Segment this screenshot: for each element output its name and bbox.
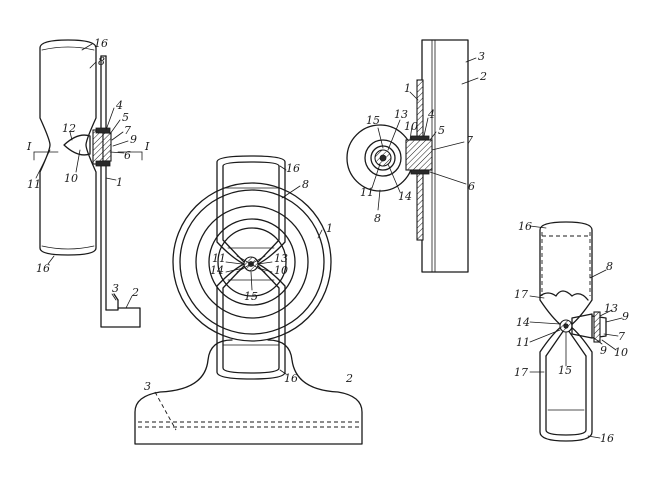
fig2-label-10: 10 <box>404 120 418 133</box>
fig4-label-7: 7 <box>618 330 625 343</box>
fig1-label-8: 8 <box>98 55 105 68</box>
fig4-label-10: 10 <box>614 346 628 359</box>
fig1-label-11: 11 <box>27 178 41 191</box>
fig4-label-8: 8 <box>606 260 613 273</box>
fig3-label-16-bottom: 16 <box>284 372 298 385</box>
fig2-label-3: 3 <box>478 50 485 63</box>
fig3-label-14: 14 <box>210 264 224 277</box>
figure-3-front-view: 16 8 1 11 13 14 10 15 3 2 16 <box>134 155 363 445</box>
fig1-label-12: 12 <box>62 122 76 135</box>
fig3-label-16-top: 16 <box>286 162 300 175</box>
fig3-label-10: 10 <box>274 264 288 277</box>
fig3-label-8: 8 <box>302 178 309 191</box>
fig2-label-6: 6 <box>468 180 475 193</box>
fig4-label-11: 11 <box>516 336 530 349</box>
fig4-label-16-bottom: 16 <box>600 432 614 445</box>
fig1-label-1: 1 <box>116 176 123 189</box>
fig4-label-17-top: 17 <box>514 288 528 301</box>
fig3-label-1: 1 <box>326 222 333 235</box>
fig1-label-4: 4 <box>115 99 123 112</box>
figure-1-side-view: 16 8 4 5 12 7 9 6 I I 11 10 1 16 3 2 <box>26 37 150 328</box>
fig1-label-7: 7 <box>124 124 131 137</box>
fig2-label-1: 1 <box>404 82 411 95</box>
fig1-label-16-bottom: 16 <box>36 262 50 275</box>
fig4-label-9-right: 9 <box>622 310 629 323</box>
fig1-label-16-top: 16 <box>94 37 108 50</box>
fig4-label-16-top: 16 <box>518 220 532 233</box>
fig2-label-13: 13 <box>394 108 408 121</box>
fig1-section-mark-right: I <box>144 140 150 153</box>
fig4-label-13: 13 <box>604 302 618 315</box>
fig1-label-6: 6 <box>124 149 131 162</box>
fig4-label-9-lower: 9 <box>600 344 607 357</box>
fig3-label-3: 3 <box>144 380 151 393</box>
fig3-label-15: 15 <box>244 290 258 303</box>
figure-2-section-view: 3 2 1 15 13 10 4 5 7 11 14 6 8 <box>346 39 487 273</box>
fig1-section-mark-left: I <box>26 140 32 153</box>
fig4-label-17-bottom: 17 <box>514 366 528 379</box>
fig1-label-5: 5 <box>122 111 129 124</box>
fig4-label-15: 15 <box>558 364 572 377</box>
fig3-label-11: 11 <box>212 252 226 265</box>
fig2-label-7: 7 <box>466 134 473 147</box>
fig3-label-13: 13 <box>274 252 288 265</box>
fig2-label-2: 2 <box>479 70 487 83</box>
fig3-label-2: 2 <box>345 372 353 385</box>
fig1-label-2: 2 <box>131 286 139 299</box>
fig1-label-9: 9 <box>130 133 137 146</box>
figure-4-section-view: 16 8 17 13 9 14 7 11 9 10 17 15 16 <box>514 220 629 445</box>
fig2-label-11: 11 <box>360 186 374 199</box>
fig2-label-14: 14 <box>398 190 412 203</box>
fig2-label-8: 8 <box>374 212 381 225</box>
fig1-label-10: 10 <box>64 172 78 185</box>
fig2-label-15: 15 <box>366 114 380 127</box>
fig1-label-3: 3 <box>112 282 119 295</box>
fig4-label-14: 14 <box>516 316 530 329</box>
fig2-label-4: 4 <box>427 108 435 121</box>
fig2-label-5: 5 <box>438 124 445 137</box>
